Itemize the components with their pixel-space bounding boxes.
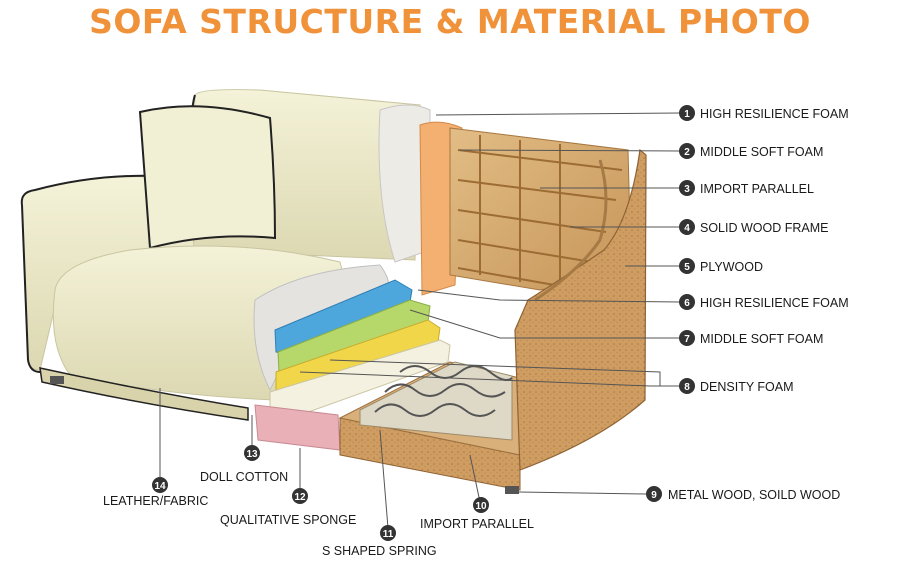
- label-badges: 1 2 3 4 5 6 7 8 9 10 11 12 13 14: [152, 105, 695, 541]
- badge-12: [292, 488, 308, 504]
- label-14: LEATHER/FABRIC: [103, 494, 208, 508]
- svg-text:4: 4: [684, 223, 690, 234]
- badge-4: [679, 219, 695, 235]
- svg-text:6: 6: [684, 298, 690, 309]
- badge-7: [679, 330, 695, 346]
- label-4: SOLID WOOD FRAME: [700, 221, 828, 235]
- svg-text:9: 9: [651, 490, 657, 501]
- badge-1: [679, 105, 695, 121]
- sofa-foot: [50, 376, 64, 384]
- svg-text:5: 5: [684, 262, 690, 273]
- svg-text:11: 11: [383, 529, 394, 540]
- svg-text:1: 1: [684, 109, 690, 120]
- label-8: DENSITY FOAM: [700, 380, 794, 394]
- svg-text:2: 2: [684, 147, 690, 158]
- badge-13: [244, 445, 260, 461]
- badge-9: [646, 486, 662, 502]
- sofa-base: [39, 367, 249, 421]
- pillow: [138, 105, 277, 250]
- label-1: HIGH RESILIENCE FOAM: [700, 107, 849, 121]
- badge-6: [679, 294, 695, 310]
- svg-text:13: 13: [246, 449, 258, 460]
- svg-text:10: 10: [475, 501, 487, 512]
- doll-cotton-layer: [378, 104, 431, 263]
- badge-5: [679, 258, 695, 274]
- label-7: MIDDLE SOFT FOAM: [700, 332, 823, 346]
- spring-well: [359, 361, 513, 441]
- page-title: SOFA STRUCTURE & MATERIAL PHOTO: [89, 2, 811, 41]
- badge-10: [473, 497, 489, 513]
- label-11: S SHAPED SPRING: [322, 544, 437, 558]
- badge-11: [380, 525, 396, 541]
- svg-text:3: 3: [684, 184, 690, 195]
- sofa-illustration: [20, 89, 647, 494]
- svg-text:7: 7: [684, 334, 690, 345]
- badge-8: [679, 378, 695, 394]
- badge-3: [679, 180, 695, 196]
- label-9: METAL WOOD, SOILD WOOD: [668, 488, 840, 502]
- label-12: QUALITATIVE SPONGE: [220, 513, 356, 527]
- label-10: IMPORT PARALLEL: [420, 517, 534, 531]
- leader-lines: [159, 112, 681, 529]
- badge-14: [152, 477, 168, 493]
- svg-text:8: 8: [684, 382, 690, 393]
- wood-slats: [457, 135, 623, 287]
- label-texts: HIGH RESILIENCE FOAM MIDDLE SOFT FOAM IM…: [103, 107, 849, 558]
- label-5: PLYWOOD: [700, 260, 763, 274]
- label-3: IMPORT PARALLEL: [700, 182, 814, 196]
- qualitative-sponge: [254, 404, 341, 451]
- label-2: MIDDLE SOFT FOAM: [700, 145, 823, 159]
- svg-text:14: 14: [154, 481, 166, 492]
- label-6: HIGH RESILIENCE FOAM: [700, 296, 849, 310]
- svg-text:12: 12: [294, 492, 306, 503]
- label-13: DOLL COTTON: [200, 470, 288, 484]
- sofa-foot: [505, 486, 519, 494]
- badge-2: [679, 143, 695, 159]
- s-spring: [374, 403, 496, 417]
